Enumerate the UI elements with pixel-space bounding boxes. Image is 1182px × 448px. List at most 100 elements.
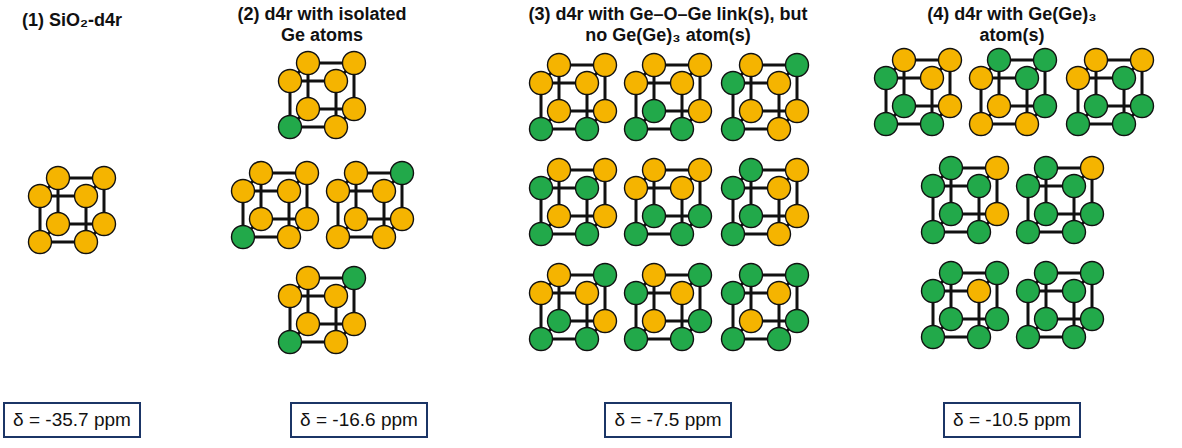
d4r-cube [722, 159, 809, 246]
column-heading: (4) d4r with Ge(Ge)₃ atom(s) [927, 4, 1097, 45]
ge-atom [576, 177, 599, 200]
si-atom [939, 49, 962, 72]
ge-atom [940, 262, 963, 285]
ge-atom [922, 175, 945, 198]
ge-atom [722, 177, 745, 200]
si-atom [1085, 49, 1108, 72]
ge-atom [786, 310, 809, 333]
d4r-cube [530, 159, 617, 246]
ge-atom [625, 282, 648, 305]
si-atom [278, 180, 301, 203]
si-atom [689, 54, 712, 77]
si-atom [768, 282, 791, 305]
ge-atom [986, 262, 1009, 285]
d4r-cube [530, 54, 617, 141]
ge-atom [594, 264, 617, 287]
ge-atom [968, 175, 991, 198]
ge-atom [968, 326, 991, 349]
si-atom [373, 226, 396, 249]
shift-box: δ = -10.5 ppm [943, 402, 1081, 438]
ge-atom [1034, 95, 1057, 118]
ge-atom [921, 113, 944, 136]
si-atom [327, 180, 350, 203]
si-atom [1131, 49, 1154, 72]
si-atom [279, 70, 302, 93]
si-atom [594, 159, 617, 182]
si-atom [643, 54, 666, 77]
si-atom [343, 313, 366, 336]
ge-atom [689, 205, 712, 228]
si-atom [576, 72, 599, 95]
ge-atom [875, 67, 898, 90]
ge-atom [1081, 262, 1104, 285]
si-atom [345, 208, 368, 231]
si-atom [47, 167, 70, 190]
d4r-cube [1017, 262, 1104, 349]
ge-atom [740, 159, 763, 182]
chemical-shift: δ = -16.6 ppm [300, 409, 418, 431]
si-atom [548, 205, 571, 228]
ge-atom [1034, 49, 1057, 72]
ge-atom [722, 118, 745, 141]
column-heading: (2) d4r with isolated Ge atoms [232, 4, 412, 45]
si-atom [643, 264, 666, 287]
si-atom [768, 177, 791, 200]
si-atom [740, 54, 763, 77]
si-atom [643, 159, 666, 182]
ge-atom [279, 331, 302, 354]
ge-atom [722, 223, 745, 246]
ge-atom [689, 310, 712, 333]
ge-atom [1035, 262, 1058, 285]
si-atom [530, 72, 553, 95]
si-atom [325, 331, 348, 354]
ge-atom [643, 205, 666, 228]
si-atom [1016, 113, 1039, 136]
si-atom [47, 213, 70, 236]
si-atom [279, 285, 302, 308]
d4r-cube [625, 159, 712, 246]
d4r-cube [279, 267, 366, 354]
column-heading: (3) d4r with Ge–O–Ge link(s), but no Ge(… [518, 4, 818, 45]
si-atom [296, 162, 319, 185]
ge-atom [740, 264, 763, 287]
ge-atom [391, 162, 414, 185]
ge-atom [343, 267, 366, 290]
ge-atom [1035, 308, 1058, 331]
si-atom [768, 223, 791, 246]
si-atom [594, 54, 617, 77]
ge-atom [740, 205, 763, 228]
si-atom [671, 72, 694, 95]
ge-atom [530, 118, 553, 141]
d4r-cube [530, 264, 617, 351]
si-atom [296, 208, 319, 231]
si-atom [548, 54, 571, 77]
ge-atom [1017, 175, 1040, 198]
ge-atom [768, 328, 791, 351]
ge-atom [1017, 326, 1040, 349]
ge-atom [1063, 280, 1086, 303]
si-atom [327, 226, 350, 249]
si-atom [671, 177, 694, 200]
si-atom [986, 203, 1009, 226]
d4r-cube [279, 52, 366, 139]
si-atom [75, 231, 98, 254]
ge-atom [625, 223, 648, 246]
chemical-shift: δ = -35.7 ppm [13, 409, 131, 431]
d4r-cube [327, 162, 414, 249]
si-atom [391, 208, 414, 231]
si-atom [343, 52, 366, 75]
si-atom [345, 162, 368, 185]
ge-atom [625, 118, 648, 141]
ge-atom [625, 328, 648, 351]
ge-atom [671, 118, 694, 141]
ge-atom [988, 49, 1011, 72]
d4r-cube [970, 49, 1057, 136]
si-atom [297, 52, 320, 75]
ge-atom [722, 282, 745, 305]
ge-atom [1035, 157, 1058, 180]
ge-atom [689, 264, 712, 287]
ge-atom [576, 118, 599, 141]
si-atom [740, 310, 763, 333]
